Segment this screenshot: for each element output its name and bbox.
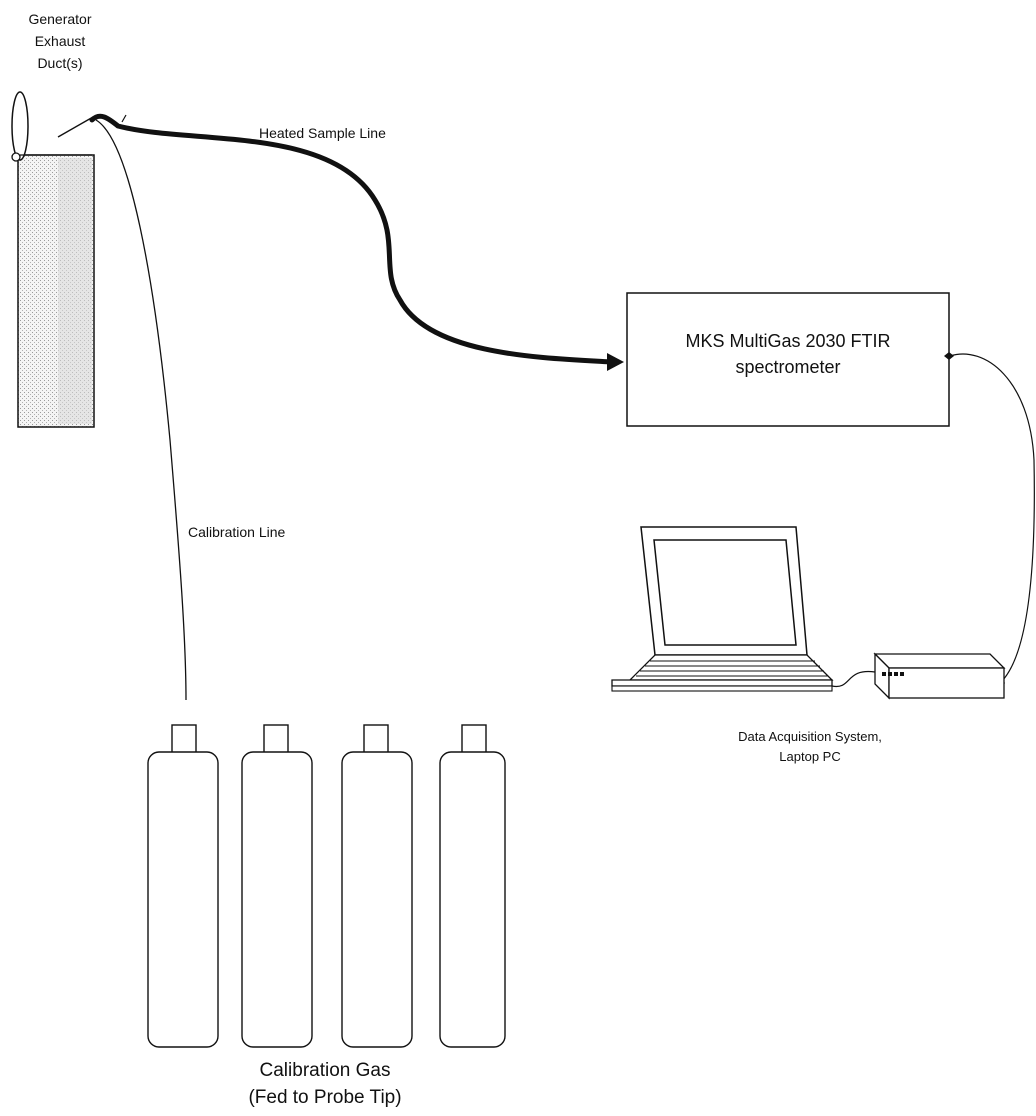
cylinder-valve (263, 724, 289, 754)
daq-unit (873, 652, 1006, 700)
ftir-cable-connector (944, 352, 954, 360)
calibration-line (95, 119, 187, 701)
cylinder-valve (363, 724, 389, 754)
laptop-base (611, 679, 833, 687)
heated-sample-line (89, 113, 615, 365)
cylinder-body (439, 751, 506, 1048)
probe-tick (121, 114, 127, 123)
daq-indicator (888, 672, 892, 676)
cylinder-body (241, 751, 313, 1048)
cylinder-4 (439, 724, 506, 1048)
laptop-front-edge (611, 685, 833, 692)
exhaust-duct-shading (58, 158, 92, 424)
exhaust-duct (11, 91, 95, 428)
daq-indicator (882, 672, 886, 676)
heated-sample-line-label: Heated Sample Line (259, 125, 386, 141)
probe-line (57, 116, 94, 138)
cylinder-valve (461, 724, 487, 754)
cylinder-1 (147, 724, 219, 1048)
laptop-screen (653, 539, 797, 646)
ftir-label: MKS MultiGas 2030 FTIR spectrometer (685, 331, 891, 377)
exhaust-duct-opening (11, 91, 29, 161)
sample-line-arrowhead (607, 353, 624, 371)
exhaust-duct-label: Generator Exhaust Duct(s) (28, 11, 92, 71)
sampling-probe (57, 114, 127, 138)
cylinder-3 (341, 724, 413, 1048)
duct-port (11, 152, 21, 162)
ftir-data-cable (949, 353, 1035, 684)
daq-unit-panel (888, 667, 1005, 699)
laptop-daq-cable (831, 670, 876, 688)
cylinder-valve (171, 724, 197, 754)
daq-label: Data Acquisition System, Laptop PC (738, 729, 882, 764)
ftir-box (626, 292, 950, 427)
laptop (611, 526, 834, 692)
cylinder-body (341, 751, 413, 1048)
daq-indicator (900, 672, 904, 676)
cylinder-2 (241, 724, 313, 1048)
daq-indicator (894, 672, 898, 676)
daq-unit-top (873, 653, 1006, 669)
cylinder-body (147, 751, 219, 1048)
calibration-gas-label: Calibration Gas (Fed to Probe Tip) (248, 1060, 402, 1108)
calibration-line-label: Calibration Line (188, 524, 286, 540)
